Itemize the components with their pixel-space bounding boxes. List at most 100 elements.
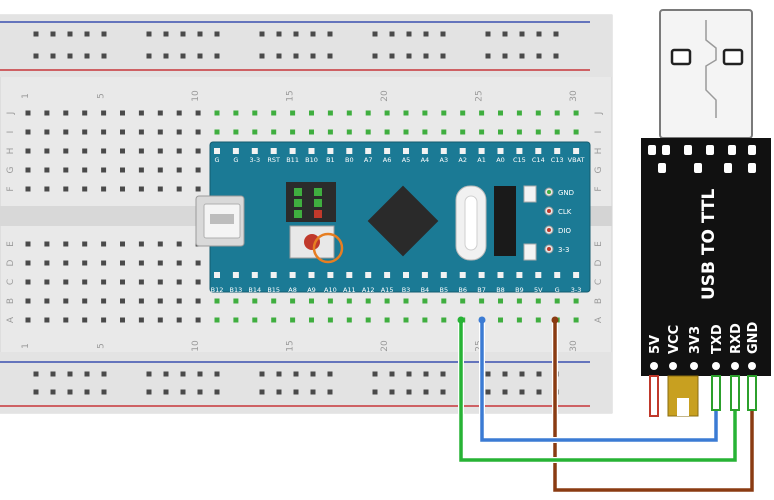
rail-hole: [50, 389, 56, 395]
adapter-pad: [648, 145, 656, 155]
rail-hole: [536, 371, 542, 377]
adapter-pin-hole: [669, 362, 677, 370]
breadboard-hole: [25, 110, 31, 116]
breadboard-hole: [101, 241, 107, 247]
breadboard-hole: [157, 241, 163, 247]
mcu-top-pin-label: A5: [402, 156, 411, 164]
breadboard-hole: [25, 279, 31, 285]
boot-jumper-pin: [294, 188, 302, 196]
breadboard-hole: [214, 110, 220, 116]
breadboard-hole: [101, 167, 107, 173]
adapter-pad: [658, 163, 666, 173]
breadboard-hole: [309, 129, 314, 135]
breadboard-hole: [573, 298, 579, 304]
mcu-pin: [403, 272, 409, 278]
adapter-pin-hole: [690, 362, 698, 370]
reset-highlight-circle: [312, 232, 344, 264]
rail-hole: [406, 371, 412, 377]
breadboard-hole: [176, 298, 182, 304]
voltage-jumper-gap: [677, 398, 689, 416]
breadboard-hole: [63, 317, 69, 323]
breadboard-hole: [120, 167, 125, 173]
rail-hole: [310, 53, 316, 59]
rail-hole: [485, 31, 491, 37]
breadboard-hole: [384, 110, 390, 116]
rail-hole: [197, 31, 203, 37]
adapter-pin-label: RXD: [729, 323, 744, 354]
breadboard-hole: [82, 317, 88, 323]
rail-hole: [163, 389, 169, 395]
ldo-regulator: [494, 186, 516, 256]
mcu-pin: [384, 272, 391, 278]
adapter-pin-5v-header: [649, 375, 659, 417]
crystal-inner: [464, 195, 478, 251]
breadboard-hole: [498, 110, 503, 116]
top-power-rail: [0, 15, 612, 77]
breadboard-hole: [573, 110, 579, 116]
mcu-top-pin-label: VBAT: [568, 156, 585, 164]
mcu-pin: [421, 272, 428, 278]
rail-hole: [310, 31, 316, 37]
breadboard-hole: [44, 260, 50, 266]
reset-button[interactable]: [304, 234, 320, 250]
rail-hole: [146, 389, 152, 395]
breadboard-hole: [403, 317, 409, 323]
breadboard-hole: [365, 129, 371, 135]
rail-hole: [276, 389, 282, 395]
row-letter: A: [6, 316, 16, 323]
column-number: 20: [380, 340, 390, 352]
mcu-top-pin-label: B1: [326, 156, 335, 164]
breadboard-hole: [82, 110, 88, 116]
breadboard-hole: [365, 298, 371, 304]
mcu-chip: [367, 185, 439, 257]
breadboard-hole: [233, 317, 239, 323]
swd-pin-label: DIO: [558, 227, 571, 235]
rail-hole: [163, 53, 169, 59]
voltage-jumper: [667, 375, 699, 417]
rail-hole: [553, 31, 559, 37]
breadboard-hole: [535, 129, 541, 135]
mcu-pin: [554, 148, 561, 154]
boot-jumper-pin: [314, 210, 322, 218]
breadboard-hole: [82, 241, 88, 247]
rail-hole: [50, 371, 56, 377]
breadboard-hole: [460, 110, 466, 116]
breadboard-hole: [327, 317, 333, 323]
breadboard-hole: [44, 110, 50, 116]
rail-hole: [536, 53, 542, 59]
breadboard-hole: [120, 186, 125, 192]
rail-hole: [485, 389, 491, 395]
breadboard-hole: [157, 260, 163, 266]
breadboard-hole: [195, 148, 201, 154]
brown-wire-end: [551, 316, 559, 324]
breadboard-hole: [138, 241, 144, 247]
rail-hole: [163, 371, 169, 377]
breadboard-hole: [63, 129, 69, 135]
breadboard-hole: [535, 317, 541, 323]
breadboard-hole: [44, 241, 50, 247]
breadboard-hole: [120, 110, 125, 116]
breadboard-hole: [176, 241, 182, 247]
breadboard-hole: [365, 317, 371, 323]
rail-hole: [84, 53, 90, 59]
mcu-pin: [497, 148, 504, 154]
rail-hole: [502, 53, 508, 59]
usb-plug-seam: [705, 20, 717, 118]
rail-hole: [372, 53, 378, 59]
breadboard-hole: [157, 148, 163, 154]
row-letter: B: [594, 298, 604, 304]
rail-hole: [519, 31, 525, 37]
mcu-pin: [214, 148, 220, 154]
breadboard-hole: [63, 186, 69, 192]
mcu-pin: [573, 272, 580, 278]
breadboard-hole: [290, 129, 296, 135]
breadboard-hole: [346, 110, 352, 116]
breadboard-hole: [176, 260, 182, 266]
rail-hole: [327, 31, 333, 37]
breadboard-hole: [176, 186, 182, 192]
rail-hole: [101, 371, 107, 377]
breadboard-hole: [157, 129, 163, 135]
swd-pin-center: [547, 228, 551, 232]
rail-hole: [33, 371, 39, 377]
